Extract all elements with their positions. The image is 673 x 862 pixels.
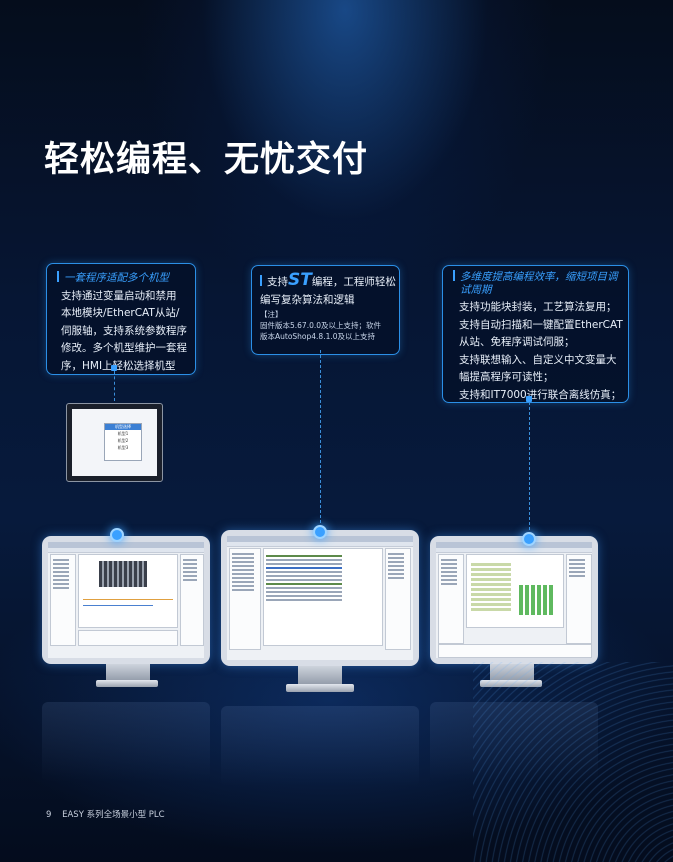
feature-line: 支持通过变量启动和禁用 [61,289,177,302]
dialog-option: 机型3 [117,445,129,450]
feature-heading: 支持ST编程，工程师轻松 [260,270,396,292]
decorative-waves [473,662,673,862]
location-pin-icon [110,528,124,542]
monitor-center [221,530,419,666]
note-label: 【注】 [260,310,283,319]
accent-bar [260,275,262,286]
feature-line: 伺服轴，支持系统参数程序 [61,324,187,337]
feature-line: 支持自动扫描和一键配置EtherCAT [459,318,623,331]
software-screenshot [48,542,204,658]
feature-description: 支持通过变量启动和禁用 本地模块/EtherCAT从站/ 伺服轴，支持系统参数程… [57,288,193,376]
note-line: 版本AutoShop4.8.1.0及以上支持 [260,332,376,341]
feature-line: 编写复杂算法和逻辑 [260,293,355,306]
page-title: 轻松编程、无忧交付 [44,140,369,180]
page-number: 9 [46,810,52,820]
feature-line: 支持和IT7000进行联合离线仿真； [459,388,622,401]
st-logo: ST [288,270,312,290]
accent-bar [57,271,59,282]
software-screenshot [436,542,592,658]
connector-line [320,350,321,528]
connector-line [114,371,115,401]
accent-bar [453,270,455,281]
connector-line [529,402,530,530]
footer-text: EASY 系列全场景小型 PLC [62,810,165,820]
feature-box-st-programming: 支持ST编程，工程师轻松 编写复杂算法和逻辑 【注】 固件版本5.67.0.0及… [251,265,400,355]
feature-box-efficiency: 多维度提高编程效率，缩短项目调 试周期 支持功能块封装，工艺算法复用； 支持自动… [442,265,629,403]
feature-heading: 多维度提高编程效率，缩短项目调 试周期 [453,270,625,297]
software-screenshot [227,536,413,660]
monitor-right [430,536,598,664]
hmi-screen: 机型选择 机型1 机型2 机型3 [72,409,157,476]
page-footer: 9 EASY 系列全场景小型 PLC [46,808,165,820]
dialog-title: 机型选择 [105,424,141,430]
feature-line: 从站、免程序调试伺服； [459,336,575,348]
feature-heading: 一套程序适配多个机型 [57,270,193,288]
connector-dot [111,365,117,371]
location-pin-icon [313,525,327,539]
feature-line: 支持功能块封装，工艺算法复用； [459,301,617,313]
feature-line: 修改。多个机型维护一套程 [61,342,187,354]
feature-line: 序，HMI上轻松选择机型 [61,359,176,372]
feature-line: 支持联想输入、自定义中文变量大 [459,353,617,366]
note-line: 固件版本5.67.0.0及以上支持；软件 [260,321,382,330]
monitor-left [42,536,210,664]
feature-description: 支持功能块封装，工艺算法复用； 支持自动扫描和一键配置EtherCAT 从站、免… [453,299,625,404]
dialog-option: 机型1 [117,431,129,436]
connector-dot [526,396,532,402]
feature-line: 幅提高程序可读性； [459,371,554,383]
dialog-option: 机型2 [117,438,129,443]
feature-line: 本地模块/EtherCAT从站/ [61,307,180,319]
location-pin-icon [522,532,536,546]
model-select-dialog: 机型选择 机型1 机型2 机型3 [104,423,142,461]
feature-box-multi-model: 一套程序适配多个机型 支持通过变量启动和禁用 本地模块/EtherCAT从站/ … [46,263,196,375]
hmi-panel-image: 机型选择 机型1 机型2 机型3 [66,403,163,482]
